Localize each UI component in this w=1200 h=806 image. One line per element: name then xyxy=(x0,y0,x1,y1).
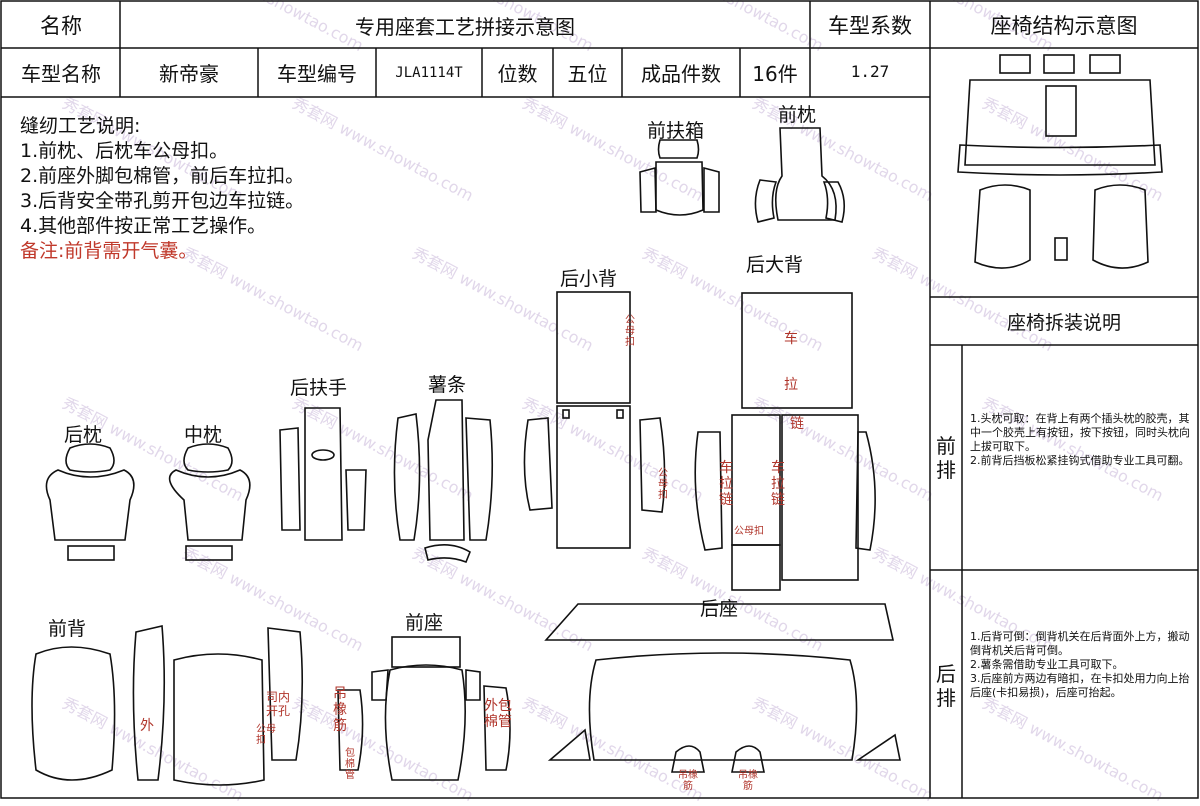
rear-seat-pieces xyxy=(544,603,901,773)
annot-outer-1: 外 xyxy=(140,718,154,734)
model-code-value: JLA1114T xyxy=(395,64,463,81)
instruction-item-1: 1.前枕、后枕车公母扣。 xyxy=(20,140,229,162)
label-front-pillow: 前枕 xyxy=(778,104,817,126)
label-mid-pillow: 中枕 xyxy=(184,424,223,446)
label-rear-small-back: 后小背 xyxy=(560,268,618,290)
label-front-seat: 前座 xyxy=(405,612,444,634)
rear-big-back-pieces xyxy=(694,292,876,591)
front-row-label: 前排 xyxy=(936,434,956,482)
struct-title: 座椅结构示意图 xyxy=(990,14,1138,38)
front-seat-pieces xyxy=(337,636,511,781)
label-strip: 薯条 xyxy=(428,374,467,396)
label-rear-pillow: 后枕 xyxy=(64,424,103,446)
seats-label: 位数 xyxy=(497,62,538,86)
model-name-label: 车型名称 xyxy=(21,62,101,86)
pieces-label: 成品件数 xyxy=(641,62,721,86)
seat-structure-illustration xyxy=(957,54,1163,269)
mid-pillow-pieces xyxy=(168,443,251,561)
annot-male-female-4: 公母扣 xyxy=(256,724,276,746)
name-label: 名称 xyxy=(40,14,82,38)
annot-male-female-1: 公母扣 xyxy=(625,315,635,348)
annot-inner-open-hole: 司内开孔 xyxy=(266,690,291,718)
coef-value: 1.27 xyxy=(850,62,890,81)
label-rear-armrest: 后扶手 xyxy=(290,377,348,399)
annot-outer-wrap-cotton: 外包棉管 xyxy=(484,698,512,730)
rear-armrest-pieces xyxy=(279,407,367,541)
doc-title: 专用座套工艺拼接示意图 xyxy=(355,14,575,39)
model-code-label: 车型编号 xyxy=(277,62,357,86)
front-pillow-pieces xyxy=(754,127,846,223)
instruction-item-2: 2.前座外脚包棉管，前后车拉扣。 xyxy=(20,165,305,187)
front-back-pieces xyxy=(31,625,304,786)
instructions-heading: 缝纫工艺说明: xyxy=(20,115,141,137)
instruction-item-4: 4.其他部件按正常工艺操作。 xyxy=(20,215,267,237)
annot-hang-rubber: 吊橡筋 xyxy=(333,686,347,734)
strip-pieces xyxy=(393,399,494,564)
label-front-armbox: 前扶箱 xyxy=(647,120,705,142)
annot-che-la-chain-1: 车拉链 xyxy=(719,460,733,508)
rear-row-label: 后排 xyxy=(936,662,956,710)
annot-chain: 链 xyxy=(790,416,804,432)
coef-label: 车型系数 xyxy=(828,14,912,38)
rear-row-text: 1.后背可倒：倒背机关在后背面外上方，搬动倒背机关后背可倒。2.薯条需借助专业工… xyxy=(970,630,1190,699)
annot-male-female-3: 公母扣 xyxy=(658,468,668,501)
rear-small-back-pieces xyxy=(523,291,666,549)
rear-pillow-pieces xyxy=(45,443,135,561)
model-name-value: 新帝豪 xyxy=(159,62,219,86)
annot-male-female-2: 公母扣 xyxy=(734,526,764,537)
instruction-item-3: 3.后背安全带孔剪开包边车拉链。 xyxy=(20,190,305,212)
annot-hang-rubber-3: 吊橡筋 xyxy=(738,770,758,792)
label-rear-big-back: 后大背 xyxy=(746,254,804,276)
sewing-instructions: 缝纫工艺说明: 1.前枕、后枕车公母扣。 2.前座外脚包棉管，前后车拉扣。 3.… xyxy=(20,114,304,264)
pieces-value: 16件 xyxy=(752,62,798,86)
seats-value: 五位 xyxy=(567,62,608,86)
instruction-remark: 备注:前背需开气囊。 xyxy=(20,240,198,262)
label-rear-seat: 后座 xyxy=(700,598,739,620)
annot-che-la: 车拉 xyxy=(784,331,798,393)
front-armbox-pieces xyxy=(639,139,720,216)
annot-hang-rubber-2: 吊橡筋 xyxy=(678,770,698,792)
label-front-back: 前背 xyxy=(48,618,87,640)
annot-wrap-cotton: 包棉管 xyxy=(345,748,355,781)
disassembly-title: 座椅拆装说明 xyxy=(1006,311,1121,334)
front-row-text: 1.头枕可取：在背上有两个插头枕的胶壳，其中一个胶壳上有按钮，按下按钮，同时头枕… xyxy=(970,412,1190,467)
annot-che-la-chain-2: 车拉链 xyxy=(771,460,785,508)
